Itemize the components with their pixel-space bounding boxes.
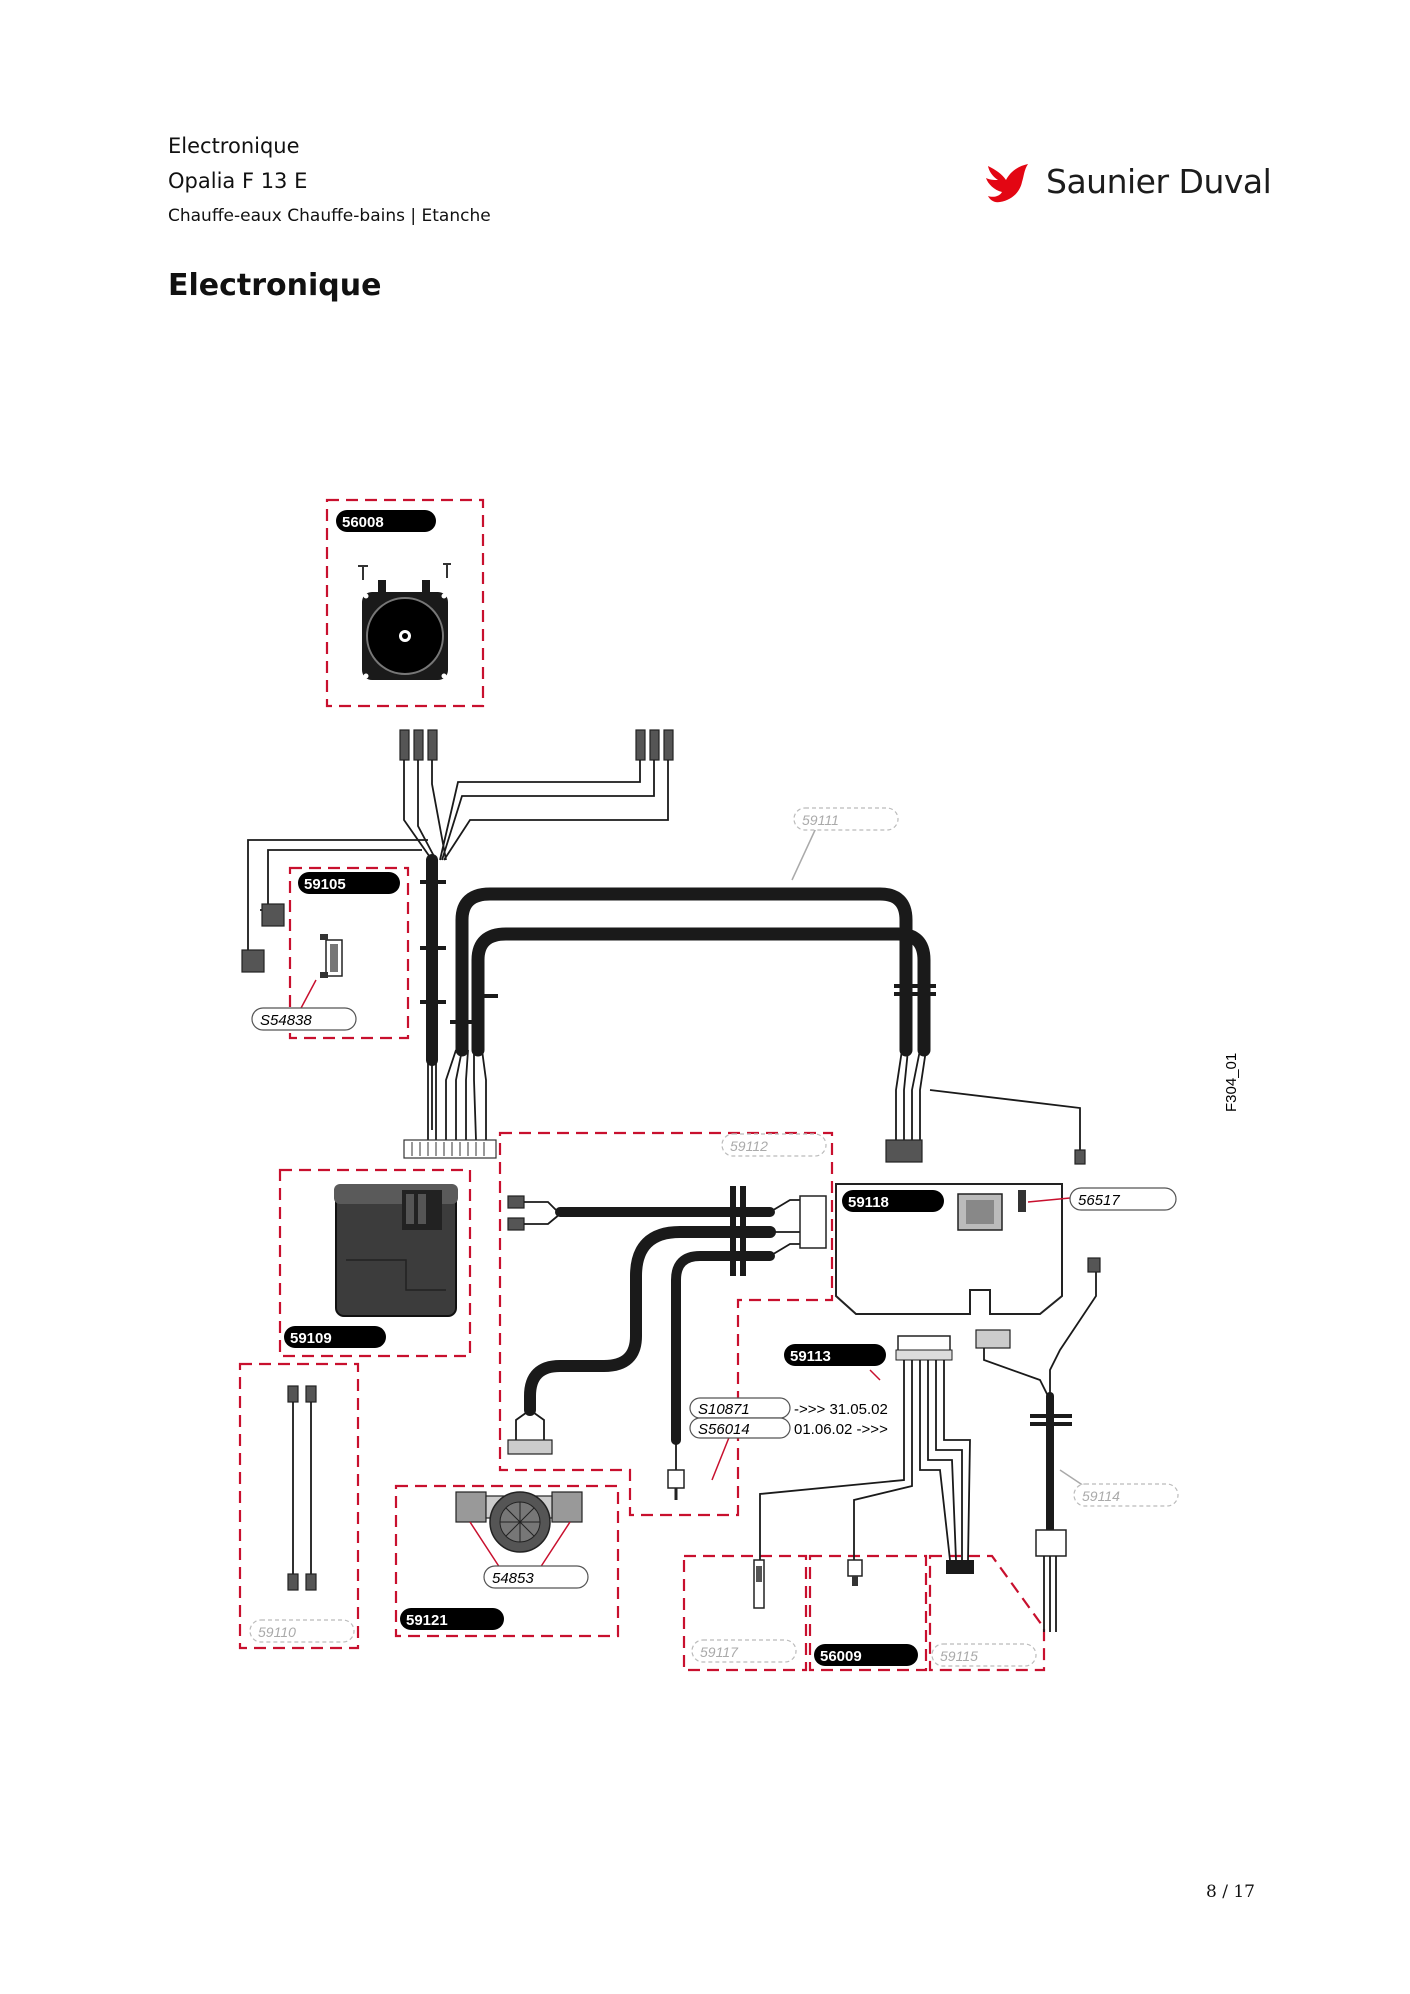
label-59114: 59114: [1073, 1483, 1179, 1507]
main-cable-harness: [426, 854, 931, 1066]
label-59105: 59105: [298, 872, 400, 894]
label-s10871: S10871: [689, 1397, 791, 1419]
wire-fanout-lower: [427, 1049, 1081, 1150]
flow-sensor-59121: [455, 1491, 583, 1569]
label-s54838-text: S54838: [260, 1012, 312, 1029]
label-59109-text: 59109: [290, 1330, 332, 1347]
label-59109: 59109: [284, 1326, 386, 1348]
label-59115-text: 59115: [940, 1648, 978, 1664]
header-category: Chauffe-eaux Chauffe-bains | Etanche: [168, 206, 491, 226]
sensor-59117: [753, 1559, 765, 1609]
group-box-59109: [278, 1168, 472, 1358]
label-59121-text: 59121: [406, 1612, 448, 1629]
label-59111: 59111: [793, 807, 899, 831]
control-box-59109: [334, 1184, 458, 1317]
label-59114-text: 59114: [1082, 1488, 1120, 1504]
label-s54838: S54838: [251, 1007, 357, 1031]
label-s56014: S56014: [689, 1417, 791, 1439]
group-box-59112: [498, 1131, 834, 1517]
label-56517-text: 56517: [1078, 1192, 1120, 1209]
label-59111-text: 59111: [802, 812, 839, 828]
page-title: Electronique: [168, 268, 382, 303]
label-date-from: 01.06.02 ->>>: [794, 1421, 888, 1438]
label-59118-text: 59118: [848, 1194, 889, 1211]
wires-59110: [287, 1385, 317, 1591]
label-59105-text: 59105: [304, 876, 346, 893]
connector-small-right: [1074, 1149, 1086, 1165]
brand-name: Saunier Duval: [1046, 162, 1272, 201]
group-box-59105: [288, 866, 410, 1040]
group-box-59110: [238, 1362, 360, 1650]
label-56008: 56008: [336, 510, 436, 532]
label-59118: 59118: [842, 1190, 944, 1212]
top-connectors: [399, 729, 674, 761]
connector-bottom-left: [403, 1139, 497, 1159]
group-box-59115: [928, 1554, 1046, 1672]
figure-ref: F304_01: [1223, 1053, 1240, 1112]
label-59115: 59115: [931, 1643, 1037, 1667]
label-59112-text: 59112: [730, 1138, 768, 1154]
header-model: Opalia F 13 E: [168, 169, 308, 193]
label-59117: 59117: [691, 1639, 797, 1663]
label-54853-text: 54853: [492, 1570, 534, 1587]
pcb-59118: [835, 1183, 1101, 1400]
label-56517: 56517: [1069, 1187, 1177, 1211]
label-56008-text: 56008: [342, 514, 384, 531]
connector-59115: [946, 1560, 974, 1574]
label-59110: 59110: [249, 1619, 355, 1643]
connector-left-b: [241, 949, 265, 973]
group-box-56008: [325, 498, 485, 708]
label-s56014-text: S56014: [698, 1421, 750, 1438]
sensor-56009: [847, 1559, 863, 1586]
leader-59111: [791, 827, 817, 881]
leader-59114: [1059, 1469, 1085, 1487]
header-section: Electronique: [168, 134, 300, 158]
label-59121: 59121: [400, 1608, 504, 1630]
group-box-59117: [682, 1554, 808, 1672]
label-date-until: ->>> 31.05.02: [794, 1401, 888, 1418]
component-59105: [299, 934, 343, 1011]
bird-logo-icon: [986, 164, 1028, 203]
group-box-59121: [394, 1484, 620, 1638]
label-59112: 59112: [721, 1133, 827, 1157]
label-59110-text: 59110: [258, 1624, 296, 1640]
label-56009: 56009: [814, 1644, 918, 1666]
connector-bottom-right: [885, 1139, 923, 1163]
label-59113-text: 59113: [790, 1348, 831, 1365]
page-number: 8 / 17: [1206, 1882, 1255, 1902]
cable-clips: [420, 880, 936, 1024]
label-56009-text: 56009: [820, 1648, 862, 1665]
label-59113: 59113: [784, 1344, 886, 1366]
label-s10871-text: S10871: [698, 1401, 750, 1418]
group-box-56009: [808, 1554, 928, 1672]
label-59117-text: 59117: [700, 1644, 739, 1660]
sensor-cables-59112: [507, 1186, 827, 1500]
pressure-switch-part: [358, 563, 451, 680]
harness-59113: [759, 1329, 1072, 1632]
connector-left-a: [261, 903, 285, 927]
label-54853: 54853: [483, 1565, 589, 1589]
